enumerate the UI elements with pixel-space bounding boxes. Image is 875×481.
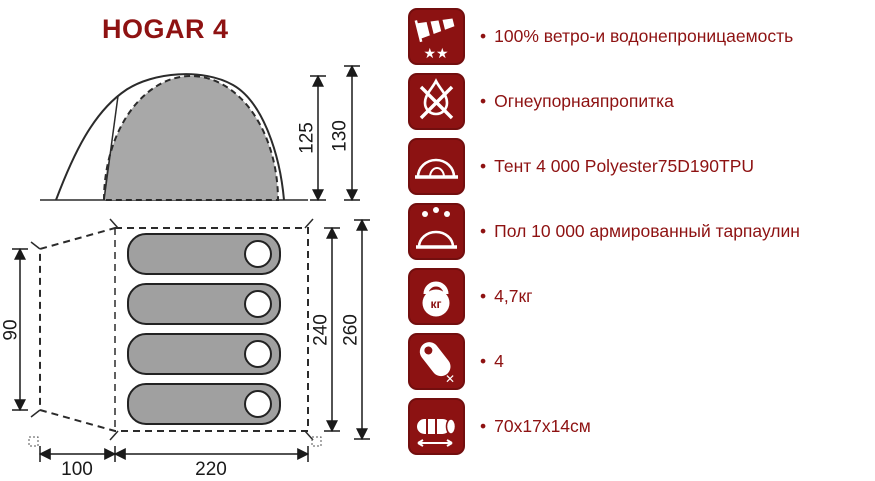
feature-label: • Пол 10 000 армированный тарпаулин xyxy=(480,221,800,242)
dimension-outer-height: 130 xyxy=(330,64,360,202)
stake-mark-right xyxy=(311,436,322,447)
feature-label: • Тент 4 000 Polyester75D190TPU xyxy=(480,156,754,177)
bullet: • xyxy=(480,286,487,306)
dim-label-260: 260 xyxy=(341,314,362,346)
dimension-vestibule: 100 xyxy=(38,446,117,478)
feature-row: ✕ •4 xyxy=(408,333,800,390)
dim-label-125: 125 xyxy=(297,122,318,154)
corner-guy-lines xyxy=(30,218,314,441)
feature-row: • Огнеупорнаяпропитка xyxy=(408,73,800,130)
feature-row: • Тент 4 000 Polyester75D190TPU xyxy=(408,138,800,195)
feature-label: • 70х17х14см xyxy=(480,416,591,437)
stake-mark-left xyxy=(28,436,39,447)
feature-text: Тент 4 000 Polyester75D190TPU xyxy=(494,156,755,176)
bullet: • xyxy=(480,91,487,111)
sleeping-bag-icon: ✕ xyxy=(408,333,465,390)
cross-glyph: ✕ xyxy=(445,372,455,386)
feature-row: • 70х17х14см xyxy=(408,398,800,455)
feature-row: ★★ • 100% ветро-и водонепроницаемость xyxy=(408,8,800,65)
page-title: HOGAR 4 xyxy=(102,14,229,44)
floorplan-outline xyxy=(39,227,309,432)
bullet: • xyxy=(480,26,487,46)
feature-label: • 100% ветро-и водонепроницаемость xyxy=(480,26,793,47)
dim-label-90: 90 xyxy=(1,319,22,340)
windsock-stars-icon: ★★ xyxy=(408,8,465,65)
dim-label-100: 100 xyxy=(61,459,93,478)
bullet: • xyxy=(480,351,487,371)
dimension-width: 90 xyxy=(1,247,28,412)
vestibule-pole-line xyxy=(103,95,119,201)
tent-dome-inner xyxy=(102,75,280,201)
sleeping-bag xyxy=(127,333,281,375)
feature-label: • 4,7кг xyxy=(480,286,533,307)
dimension-inner-height: 125 xyxy=(297,74,326,202)
dim-label-240: 240 xyxy=(311,314,332,346)
feature-row: • Пол 10 000 армированный тарпаулин xyxy=(408,203,800,260)
feature-label: • Огнеупорнаяпропитка xyxy=(480,91,674,112)
bullet: • xyxy=(480,156,487,176)
dimension-outer-length: 260 xyxy=(341,218,370,441)
sleeping-bag xyxy=(127,233,281,275)
feature-label: •4 xyxy=(480,351,504,372)
pillow xyxy=(244,340,272,368)
side-view-drawing: 125 130 xyxy=(40,64,360,202)
dim-label-220: 220 xyxy=(195,459,227,478)
tent-fly-outline xyxy=(55,73,285,201)
sleeping-bag xyxy=(127,283,281,325)
bullet: • xyxy=(480,416,487,436)
packed-size-icon xyxy=(408,398,465,455)
feature-text: 4 xyxy=(494,351,504,371)
feature-text: Огнеупорнаяпропитка xyxy=(494,91,674,111)
pillow xyxy=(244,290,272,318)
kettlebell-kg-icon: кг xyxy=(408,268,465,325)
kg-glyph: кг xyxy=(430,297,441,311)
pillow xyxy=(244,390,272,418)
bullet: • xyxy=(480,221,487,241)
feature-text: 100% ветро-и водонепроницаемость xyxy=(494,26,794,46)
tent-rain-icon xyxy=(408,203,465,260)
feature-list: ★★ • 100% ветро-и водонепроницаемость • Ог… xyxy=(408,8,800,455)
stars-glyph: ★★ xyxy=(423,46,448,62)
feature-row: кг • 4,7кг xyxy=(408,268,800,325)
dim-label-130: 130 xyxy=(330,120,351,152)
feature-text: 4,7кг xyxy=(494,286,533,306)
dimension-main-length: 220 xyxy=(113,446,310,478)
dimension-inner-length: 240 xyxy=(311,226,340,433)
sleeping-bag xyxy=(127,383,281,425)
feature-text: 70х17х14см xyxy=(494,416,591,436)
pillow xyxy=(244,240,272,268)
flame-crossed-icon xyxy=(408,73,465,130)
feature-text: Пол 10 000 армированный тарпаулин xyxy=(494,221,800,241)
top-view-drawing: 90 240 260 100 220 xyxy=(1,218,370,478)
dome-tent-icon xyxy=(408,138,465,195)
